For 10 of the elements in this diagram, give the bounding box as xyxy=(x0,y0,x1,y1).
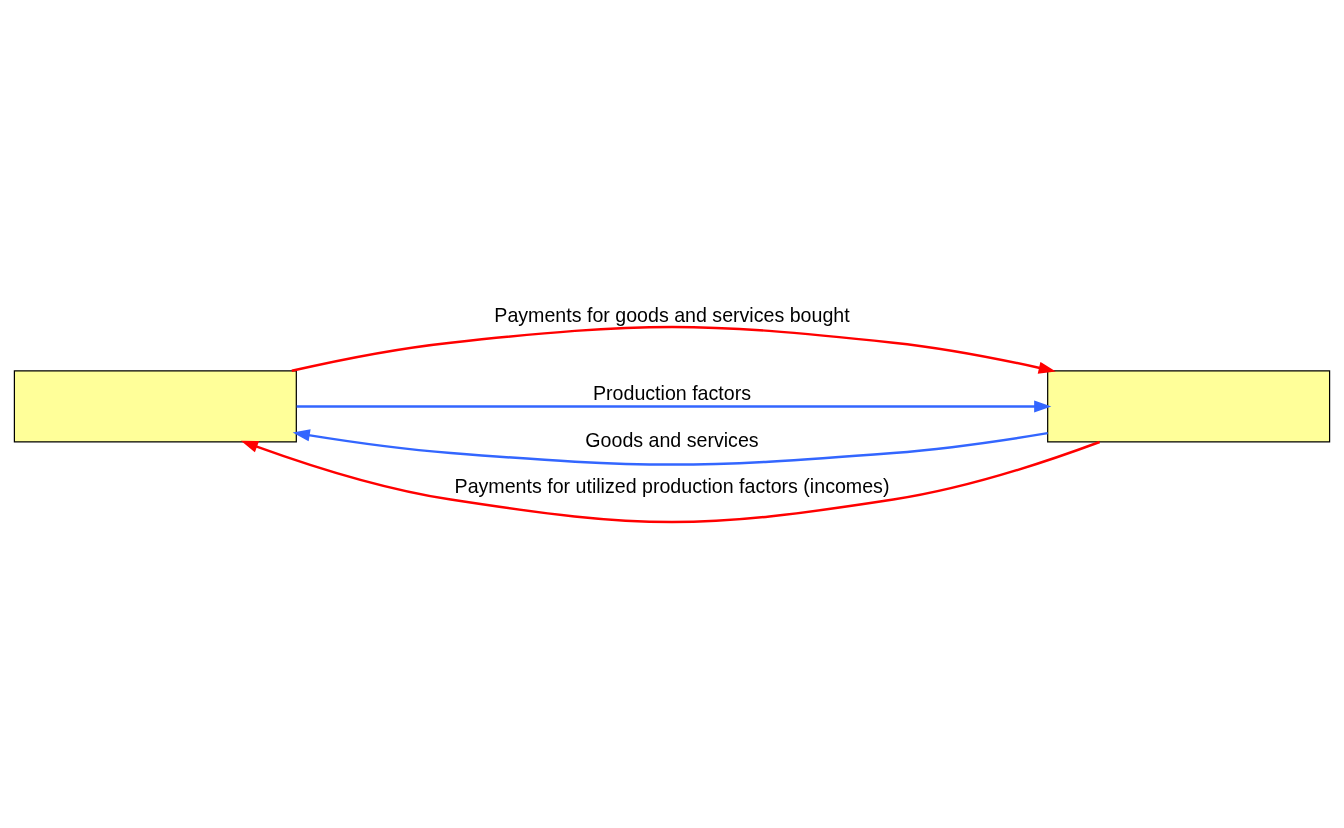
edge-label: Goods and services xyxy=(585,428,759,451)
edge-label: Payments for goods and services bought xyxy=(494,303,850,326)
arrow xyxy=(291,325,1056,374)
node-box xyxy=(1047,370,1331,443)
edge-label: Production factors xyxy=(592,382,752,405)
edge-label: Payments for utilized production factors (incomes) xyxy=(454,475,890,498)
arrow xyxy=(240,440,1101,524)
node-box xyxy=(13,370,297,443)
arrow xyxy=(292,429,1048,466)
arrow xyxy=(296,400,1052,413)
